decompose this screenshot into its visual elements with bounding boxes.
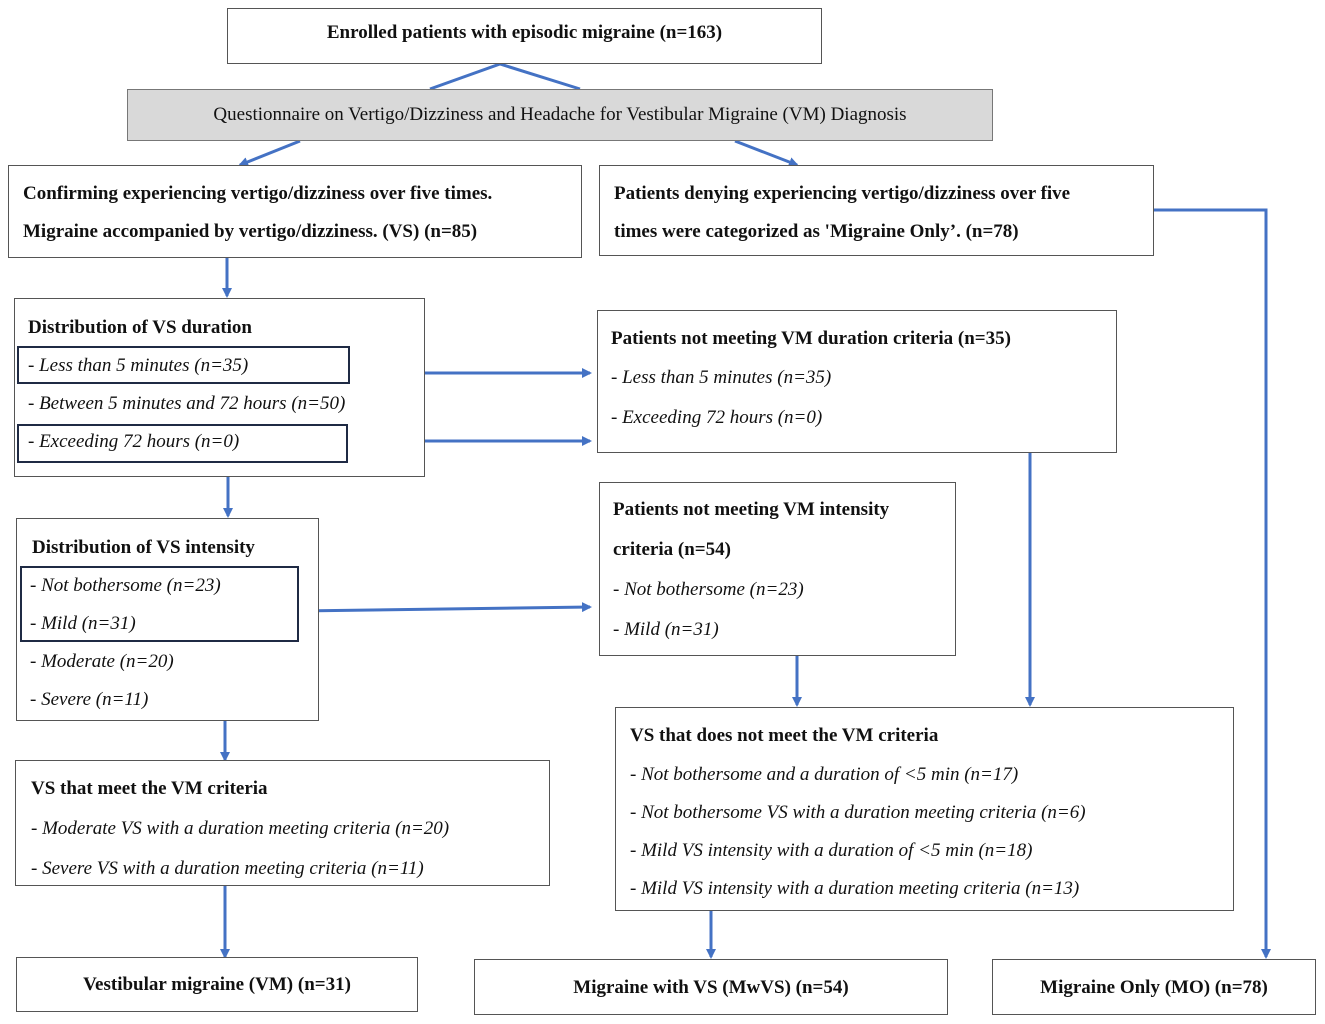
duration-item-less5: - Less than 5 minutes (n=35) bbox=[28, 355, 249, 376]
denying-box: Patients denying experiencing vertigo/di… bbox=[599, 165, 1154, 256]
meet-criteria-title: VS that meet the VM criteria bbox=[31, 778, 268, 799]
vs-confirm-box: Confirming experiencing vertigo/dizzines… bbox=[8, 165, 582, 258]
meet-item-severe: - Severe VS with a duration meeting crit… bbox=[31, 858, 424, 879]
intensity-distribution-box: Distribution of VS intensity - Not bothe… bbox=[16, 518, 319, 721]
duration-distribution-title: Distribution of VS duration bbox=[28, 317, 253, 338]
not-intensity-title-line2: criteria (n=54) bbox=[613, 539, 731, 560]
enrolled-box: Enrolled patients with episodic migraine… bbox=[227, 8, 822, 64]
intensity-distribution-title: Distribution of VS intensity bbox=[32, 537, 255, 558]
duration-item-exceed72: - Exceeding 72 hours (n=0) bbox=[28, 431, 240, 452]
not-duration-item-less5: - Less than 5 minutes (n=35) bbox=[611, 367, 832, 388]
highlight-not-bothersome-mild bbox=[20, 566, 299, 642]
intensity-item-moderate: - Moderate (n=20) bbox=[30, 651, 174, 672]
not-intensity-item-not-bothersome: - Not bothersome (n=23) bbox=[613, 579, 804, 600]
duration-distribution-box: Distribution of VS duration - Less than … bbox=[14, 298, 425, 477]
not-duration-item-exceed72: - Exceeding 72 hours (n=0) bbox=[611, 407, 823, 428]
highlight-exceed72 bbox=[17, 424, 348, 463]
outcome-mwvs-box: Migraine with VS (MwVS) (n=54) bbox=[474, 959, 948, 1015]
intensity-item-not-bothersome: - Not bothersome (n=23) bbox=[30, 575, 221, 596]
highlight-less5 bbox=[17, 346, 350, 384]
intensity-item-mild: - Mild (n=31) bbox=[30, 613, 136, 634]
questionnaire-box: Questionnaire on Vertigo/Dizziness and H… bbox=[127, 89, 993, 141]
not-duration-title: Patients not meeting VM duration criteri… bbox=[611, 328, 1011, 349]
outcome-mo-label: Migraine Only (MO) (n=78) bbox=[1040, 977, 1268, 998]
meet-criteria-box: VS that meet the VM criteria - Moderate … bbox=[15, 760, 550, 886]
duration-item-between: - Between 5 minutes and 72 hours (n=50) bbox=[28, 393, 346, 414]
not-intensity-item-mild: - Mild (n=31) bbox=[613, 619, 719, 640]
not-intensity-title-line1: Patients not meeting VM intensity bbox=[613, 499, 890, 520]
enrolled-label: Enrolled patients with episodic migraine… bbox=[326, 22, 723, 43]
meet-item-moderate: - Moderate VS with a duration meeting cr… bbox=[31, 818, 450, 839]
not-duration-box: Patients not meeting VM duration criteri… bbox=[597, 310, 1117, 453]
split-connector bbox=[429, 62, 581, 91]
outcome-mwvs-label: Migraine with VS (MwVS) (n=54) bbox=[573, 977, 849, 998]
not-meet-item-2: - Not bothersome VS with a duration meet… bbox=[630, 802, 1086, 823]
vs-confirm-line1: Confirming experiencing vertigo/dizzines… bbox=[23, 183, 493, 204]
outcome-mo-box: Migraine Only (MO) (n=78) bbox=[992, 959, 1316, 1015]
not-meet-item-1: - Not bothersome and a duration of <5 mi… bbox=[630, 764, 1019, 785]
denying-line2: times were categorized as 'Migraine Only… bbox=[614, 221, 1019, 242]
not-meet-item-3: - Mild VS intensity with a duration of <… bbox=[630, 840, 1033, 861]
arrow-to-vs-confirm bbox=[238, 139, 301, 167]
not-intensity-box: Patients not meeting VM intensity criter… bbox=[599, 482, 956, 656]
outcome-vm-box: Vestibular migraine (VM) (n=31) bbox=[16, 957, 418, 1012]
not-meet-criteria-box: VS that does not meet the VM criteria - … bbox=[615, 707, 1234, 911]
arrow-to-not-intensity bbox=[297, 602, 592, 613]
denying-line1: Patients denying experiencing vertigo/di… bbox=[614, 183, 1071, 204]
not-meet-criteria-title: VS that does not meet the VM criteria bbox=[630, 725, 939, 746]
not-meet-item-4: - Mild VS intensity with a duration meet… bbox=[630, 878, 1080, 899]
questionnaire-label: Questionnaire on Vertigo/Dizziness and H… bbox=[213, 104, 907, 125]
outcome-vm-label: Vestibular migraine (VM) (n=31) bbox=[83, 974, 351, 995]
vs-confirm-line2: Migraine accompanied by vertigo/dizzines… bbox=[23, 221, 478, 242]
arrow-to-denying bbox=[734, 139, 799, 167]
intensity-item-severe: - Severe (n=11) bbox=[30, 689, 149, 710]
